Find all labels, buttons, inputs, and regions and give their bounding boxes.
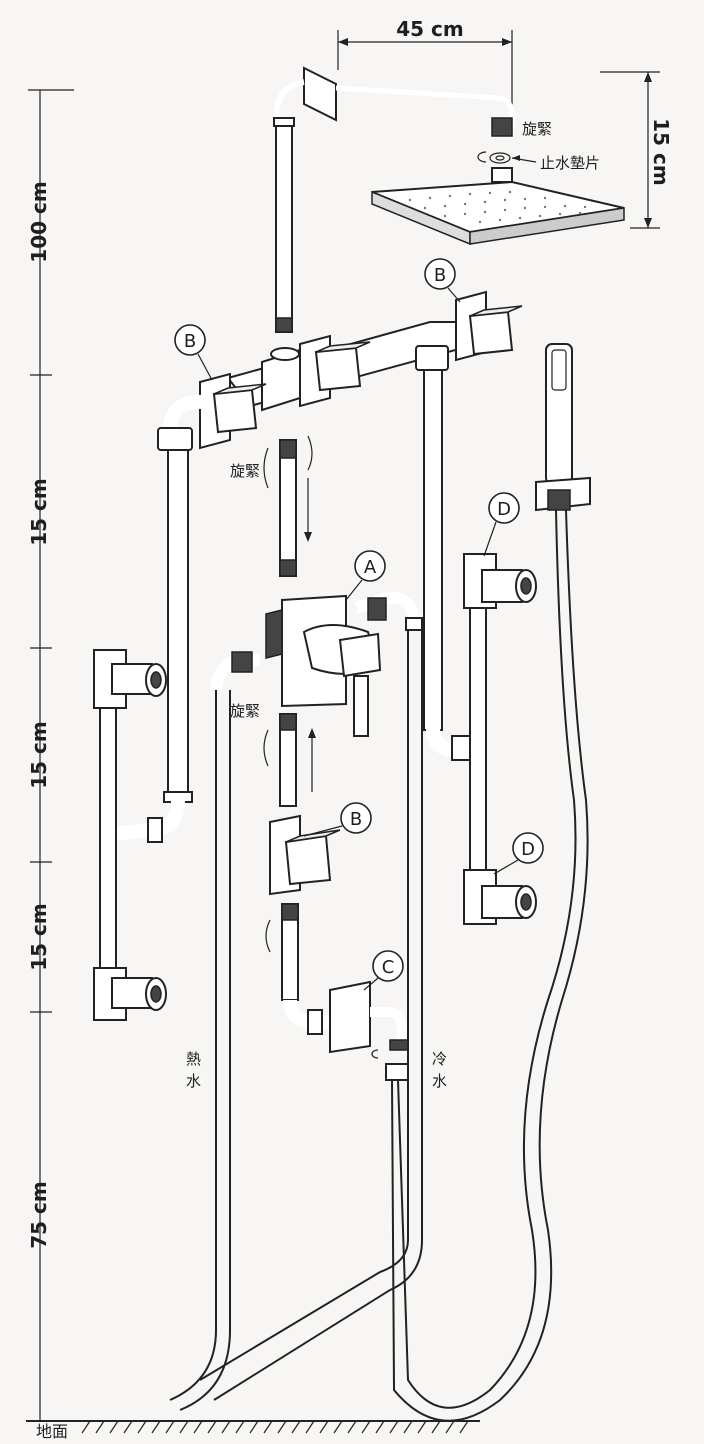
mixer-valve-a (210, 591, 423, 737)
scale-100cm: 100 cm (27, 181, 51, 262)
callout-c-letter: C (382, 957, 395, 978)
callout-b-right-letter: B (434, 265, 446, 286)
ground-line: 地面 (26, 1420, 480, 1441)
riser-pipe-top (273, 79, 305, 333)
rain-shower-head: 旋緊 止水墊片 (303, 66, 625, 246)
hot-water-pipe: 熱 水 (169, 690, 231, 1411)
callout-b-lower-letter: B (350, 809, 362, 830)
callout-b-left-letter: B (184, 331, 196, 352)
tighten-label-mid: 旋緊 (230, 462, 260, 480)
mid-connector-pipe: 旋緊 (230, 435, 313, 577)
hose-outlet-c (329, 980, 409, 1081)
hot-water-label-2: 水 (186, 1072, 201, 1090)
scale-15cm-c: 15 cm (27, 903, 51, 971)
cold-water-label-1: 冷 (432, 1050, 447, 1068)
callout-b-right: B (424, 258, 461, 303)
tighten-label-top: 旋緊 (522, 120, 552, 138)
right-wall-bar (463, 553, 537, 925)
washer-label: 止水墊片 (540, 154, 600, 172)
callout-b-lower: B (303, 802, 372, 837)
scale-15cm-a: 15 cm (27, 478, 51, 546)
cold-water-label-2: 水 (432, 1072, 447, 1090)
hot-water-label-1: 熱 (186, 1050, 201, 1068)
scale-15cm-b: 15 cm (27, 721, 51, 789)
height-scale: 100 cm 15 cm 15 cm 15 cm 75 cm (27, 89, 74, 1420)
head-dimensions: 45 cm 15 cm (337, 17, 673, 229)
callout-d-lower-letter: D (521, 839, 535, 860)
callout-d-lower: D (493, 832, 544, 875)
right-vertical-pipe (423, 369, 475, 761)
dim-45cm: 45 cm (396, 17, 464, 41)
tighten-label-low: 旋緊 (230, 702, 260, 720)
cold-water-pipe: 冷 水 (199, 630, 447, 1401)
upper-manifold (157, 290, 523, 451)
valve-b-lower (269, 814, 341, 896)
left-vertical-pipe (111, 449, 193, 843)
callout-a: A (345, 550, 386, 601)
scale-75cm: 75 cm (27, 1181, 51, 1249)
ground-label: 地面 (36, 1422, 68, 1440)
lower-connector-pipe: 旋緊 (230, 702, 316, 807)
callout-d-upper: D (483, 492, 520, 557)
callout-c: C (363, 950, 404, 991)
callout-b-left: B (174, 324, 213, 381)
left-wall-bar (93, 649, 167, 1021)
callout-a-letter: A (364, 557, 377, 578)
hand-shower (391, 343, 591, 1422)
dim-15cm-head: 15 cm (649, 118, 673, 186)
callout-d-upper-letter: D (497, 499, 511, 520)
pipe-to-outlet (265, 903, 330, 1035)
